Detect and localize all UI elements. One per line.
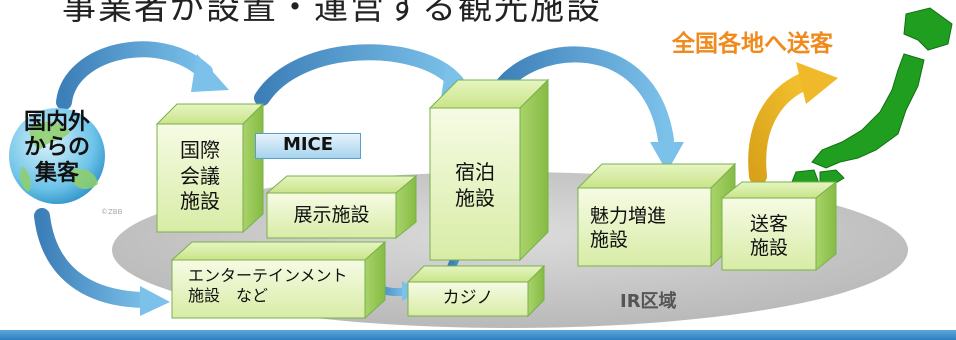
accommodation-label: 宿泊 施設 — [455, 160, 495, 210]
attraction-label: 魅力増進 施設 — [590, 205, 667, 252]
mice-label: MICE — [282, 134, 334, 155]
flow-arrows — [34, 41, 674, 308]
arrow-conference-to-accommodation — [254, 44, 464, 106]
orange-arrow-head — [796, 62, 838, 104]
ir-area-label: IR区域 — [620, 291, 677, 312]
arrow-globe-to-entertainment — [34, 208, 156, 308]
copyright-mark: ©ZBB — [101, 208, 123, 216]
visitors-label: 国内外 からの 集客 — [23, 110, 90, 186]
page-title: 事業者が設置・運営する観光施設 — [62, 0, 602, 28]
globe-icon — [9, 108, 105, 204]
box-casino — [406, 264, 546, 318]
exhibition-label: 展示施設 — [293, 204, 370, 226]
box-international-conference — [155, 102, 265, 234]
send-nationwide-callout: 全国各地へ送客 — [672, 31, 833, 57]
box-entertainment — [170, 240, 387, 320]
box-accommodation — [428, 78, 550, 262]
arrow-globe-to-conference — [56, 41, 213, 110]
casino-label: カジノ — [442, 288, 494, 308]
bottom-rule — [0, 330, 956, 340]
orange-arrow — [748, 71, 817, 185]
mice-badge — [255, 133, 361, 159]
box-customer-transfer — [720, 180, 838, 272]
customer-transfer-label: 送客 施設 — [749, 213, 788, 260]
entertainment-label: エンターテインメント 施設 など — [188, 266, 348, 306]
international-conference-label: 国際 会議 施設 — [180, 138, 220, 214]
box-exhibition — [265, 174, 418, 240]
arrow-accommodation-to-attraction — [490, 46, 674, 148]
